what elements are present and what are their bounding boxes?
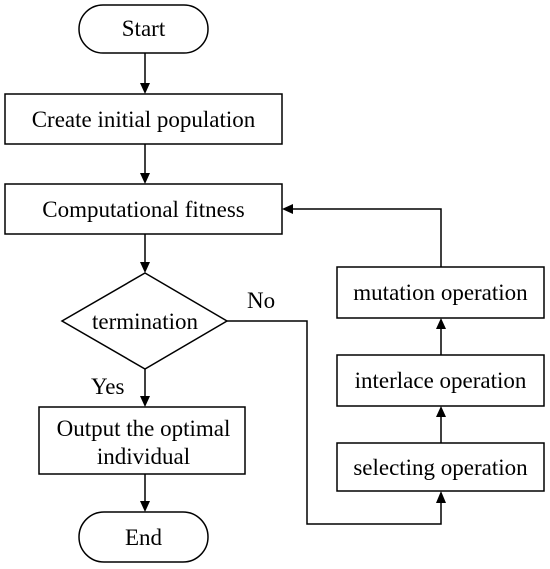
arrowhead-start-create	[140, 83, 150, 94]
interlace-box	[336, 354, 545, 407]
no-label: No	[247, 288, 275, 313]
fitness-box	[4, 183, 283, 235]
end-label: End	[125, 525, 163, 550]
arrowhead-create-fitness	[140, 173, 150, 184]
selecting-label: selecting operation	[353, 455, 528, 480]
output-label-line1: Output the optimal	[57, 416, 231, 441]
end-terminal	[78, 511, 209, 563]
start-label: Start	[122, 16, 166, 41]
termination-label: termination	[92, 309, 199, 334]
arrowhead-output-end	[140, 501, 150, 512]
interlace-label: interlace operation	[355, 368, 527, 393]
arrowhead-mutation	[436, 318, 446, 329]
edge-mutation-fitness	[292, 208, 442, 267]
create-population-box	[4, 93, 283, 145]
mutation-label: mutation operation	[353, 280, 528, 305]
mutation-box	[336, 266, 545, 319]
output-box	[38, 406, 246, 475]
fitness-label: Computational fitness	[42, 197, 245, 222]
arrowhead-fitness-termination	[140, 262, 150, 273]
create-population-label: Create initial population	[32, 107, 256, 132]
yes-label: Yes	[91, 374, 125, 399]
edge-termination-selecting	[227, 320, 442, 525]
arrowhead-termination-output	[140, 396, 150, 407]
arrowhead-fitness-feedback	[282, 204, 293, 214]
arrowhead-selecting	[436, 491, 446, 503]
start-terminal	[78, 4, 209, 54]
arrowhead-interlace	[436, 406, 446, 417]
selecting-box	[336, 442, 545, 492]
output-label-line2: individual	[97, 444, 190, 469]
